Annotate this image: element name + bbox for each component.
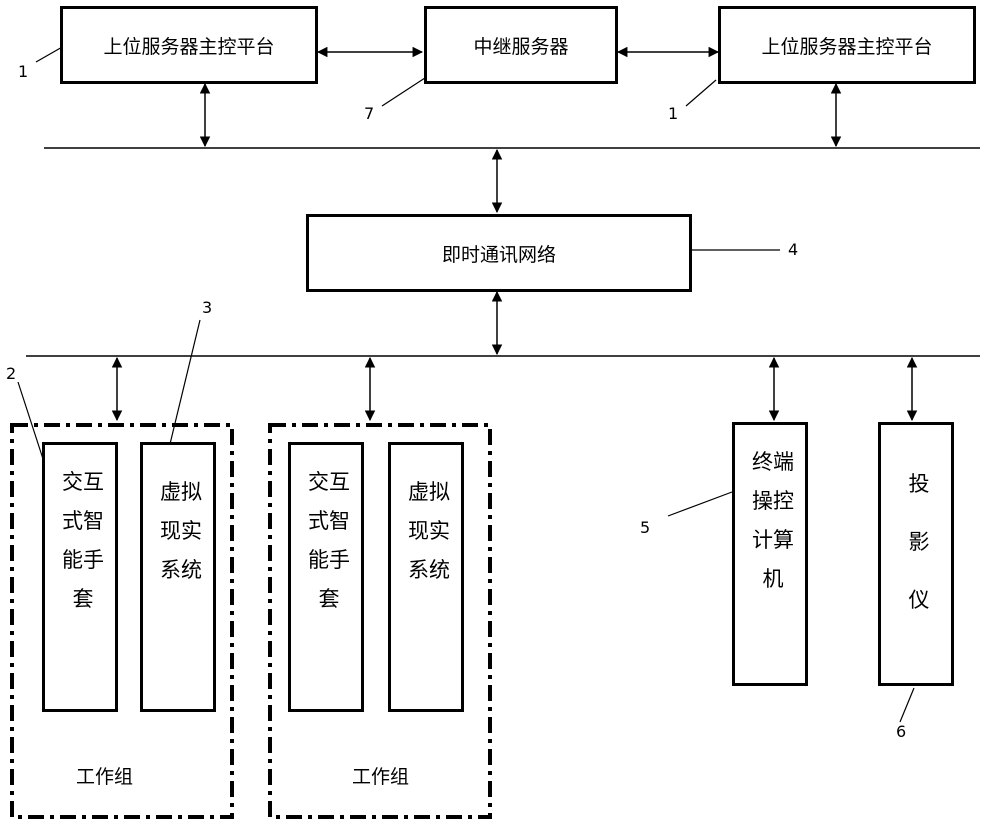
host-control-platform-right: 上位服务器主控平台 — [718, 6, 976, 84]
leader-3 — [169, 319, 201, 445]
callout-2: 2 — [6, 364, 17, 383]
callout-3: 3 — [202, 298, 213, 317]
instant-messaging-network: 即时通讯网络 — [306, 214, 692, 292]
vr-system-label-2: 虚拟 现实 系统 — [408, 480, 450, 582]
relay-server-label: 中继服务器 — [473, 35, 569, 58]
vr-system-label-1: 虚拟 现实 系统 — [160, 480, 202, 582]
host-control-platform-left: 上位服务器主控平台 — [60, 6, 318, 84]
smart-glove-box-2: 交互 式智 能手 套 — [288, 442, 364, 712]
work-group-caption-2: 工作组 — [352, 766, 410, 788]
smart-glove-label-1: 交互 式智 能手 套 — [62, 470, 104, 611]
callout-6: 6 — [896, 722, 907, 741]
terminal-control-computer-label: 终端 操控 计算 机 — [752, 450, 794, 591]
smart-glove-box-1: 交互 式智 能手 套 — [42, 442, 118, 712]
projector-label: 投 影 仪 — [908, 472, 930, 612]
projector: 投 影 仪 — [878, 422, 954, 686]
smart-glove-label-2: 交互 式智 能手 套 — [308, 470, 350, 611]
work-group-caption-1: 工作组 — [76, 766, 134, 788]
leader-1b — [685, 79, 717, 107]
vr-system-box-1: 虚拟 现实 系统 — [140, 442, 216, 712]
leader-7 — [381, 75, 429, 107]
terminal-control-computer: 终端 操控 计算 机 — [732, 422, 808, 686]
instant-messaging-network-label: 即时通讯网络 — [441, 243, 556, 266]
host-control-platform-right-label: 上位服务器主控平台 — [761, 35, 933, 58]
work-group-2-border — [268, 423, 492, 819]
work-group-1-border — [10, 423, 234, 819]
leader-5 — [667, 491, 733, 517]
callout-7: 7 — [364, 104, 375, 123]
leader-6 — [899, 687, 915, 723]
host-control-platform-left-label: 上位服务器主控平台 — [103, 35, 275, 58]
leader-1a — [35, 45, 65, 63]
callout-4: 4 — [788, 240, 799, 259]
callout-5: 5 — [640, 518, 651, 537]
leader-2 — [17, 381, 45, 463]
callout-1-left: 1 — [18, 62, 29, 81]
relay-server: 中继服务器 — [424, 6, 618, 84]
vr-system-box-2: 虚拟 现实 系统 — [388, 442, 464, 712]
callout-1-right: 1 — [668, 104, 679, 123]
